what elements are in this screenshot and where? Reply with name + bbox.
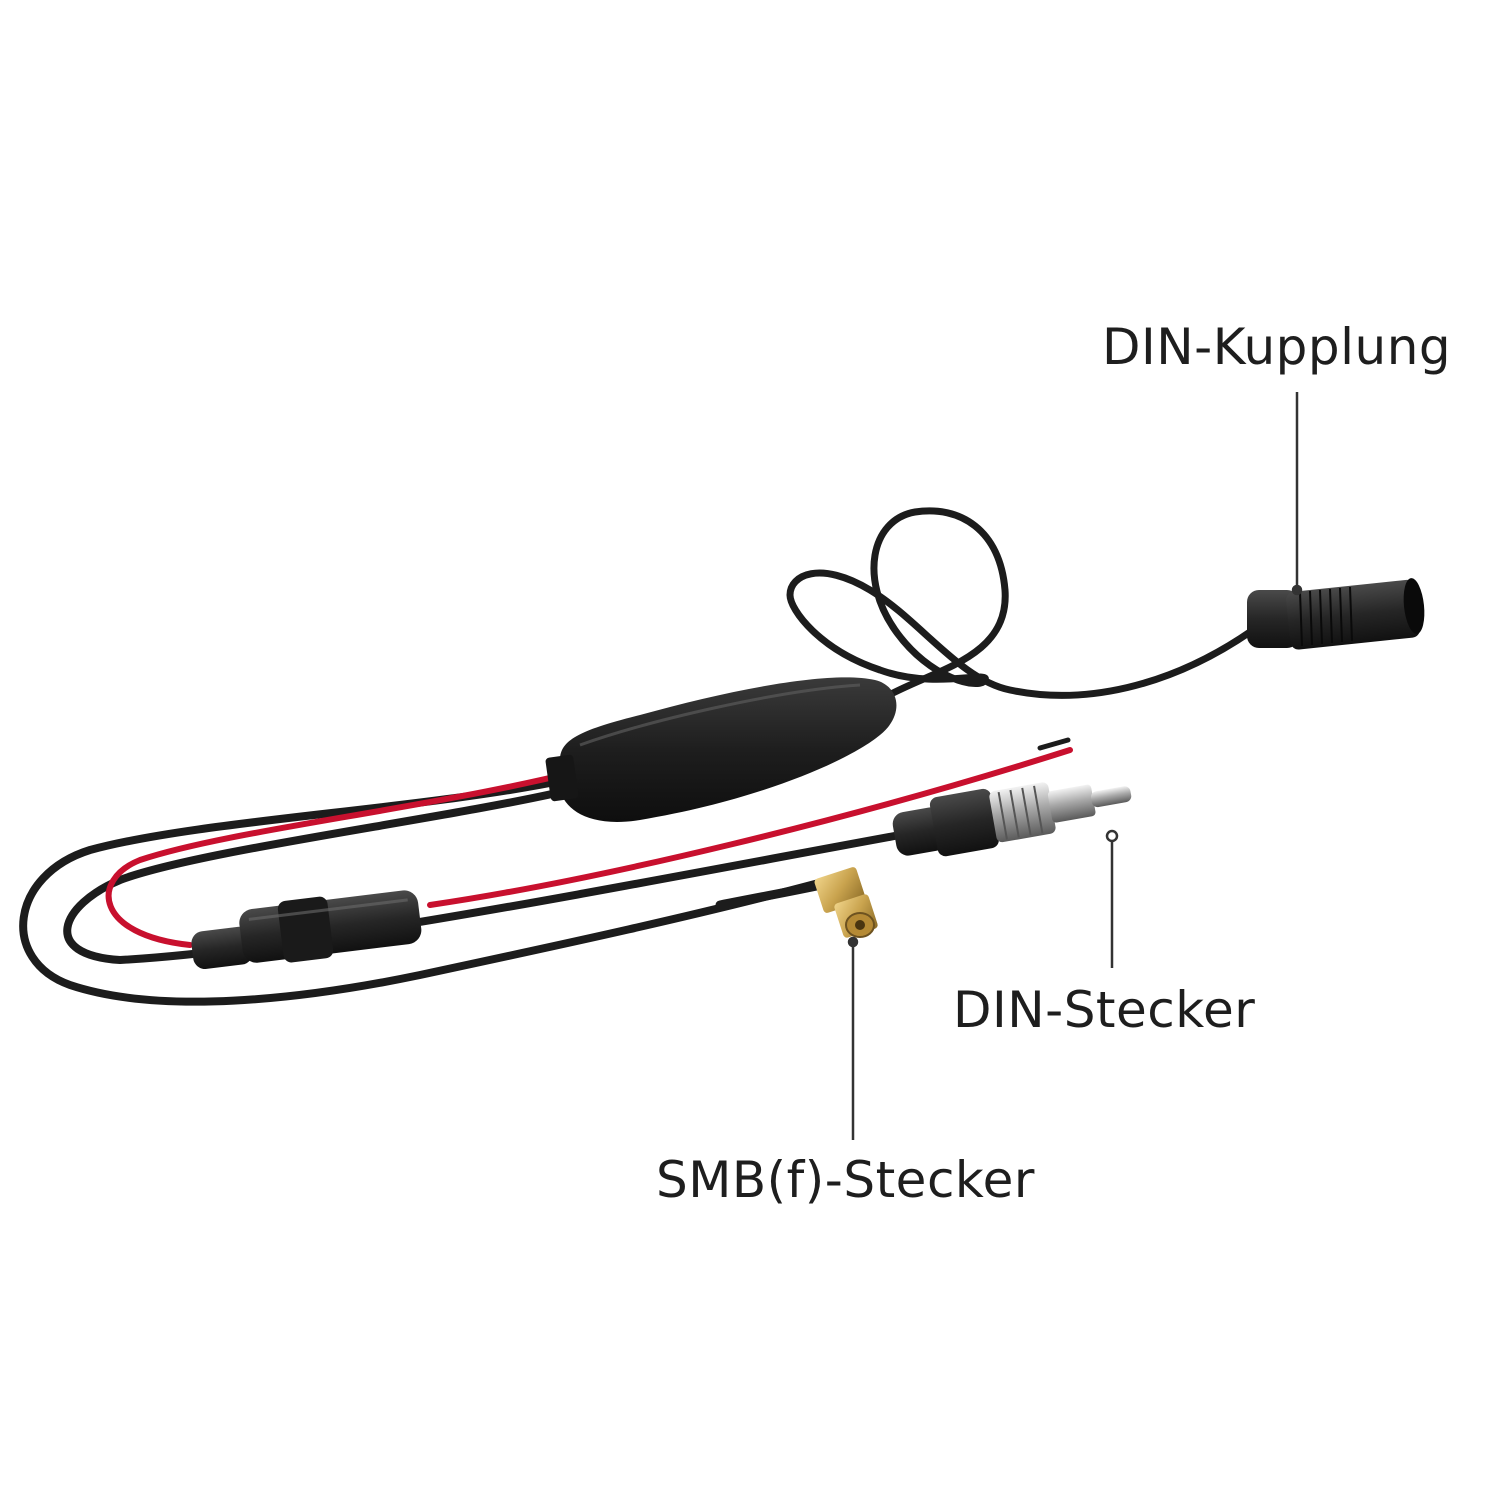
leader-lines: [847, 392, 1303, 1140]
red-wire: [105, 769, 578, 948]
label-din-kupplung: DIN-Kupplung: [1102, 318, 1452, 376]
red-wire-right: [427, 747, 1073, 908]
label-din-stecker: DIN-Stecker: [953, 981, 1256, 1039]
black-cable-to-din-plug: [63, 786, 904, 965]
label-smb-stecker: SMB(f)-Stecker: [656, 1151, 1035, 1209]
fuse-holder: [191, 890, 422, 970]
smb-stecker-connector: [715, 867, 878, 938]
din-stecker-connector: [892, 782, 1132, 857]
din-kupplung-connector: [1247, 578, 1425, 650]
splitter-box: [545, 677, 897, 822]
coiled-cable: [786, 507, 1264, 704]
black-cable-to-smb: [19, 776, 834, 1006]
